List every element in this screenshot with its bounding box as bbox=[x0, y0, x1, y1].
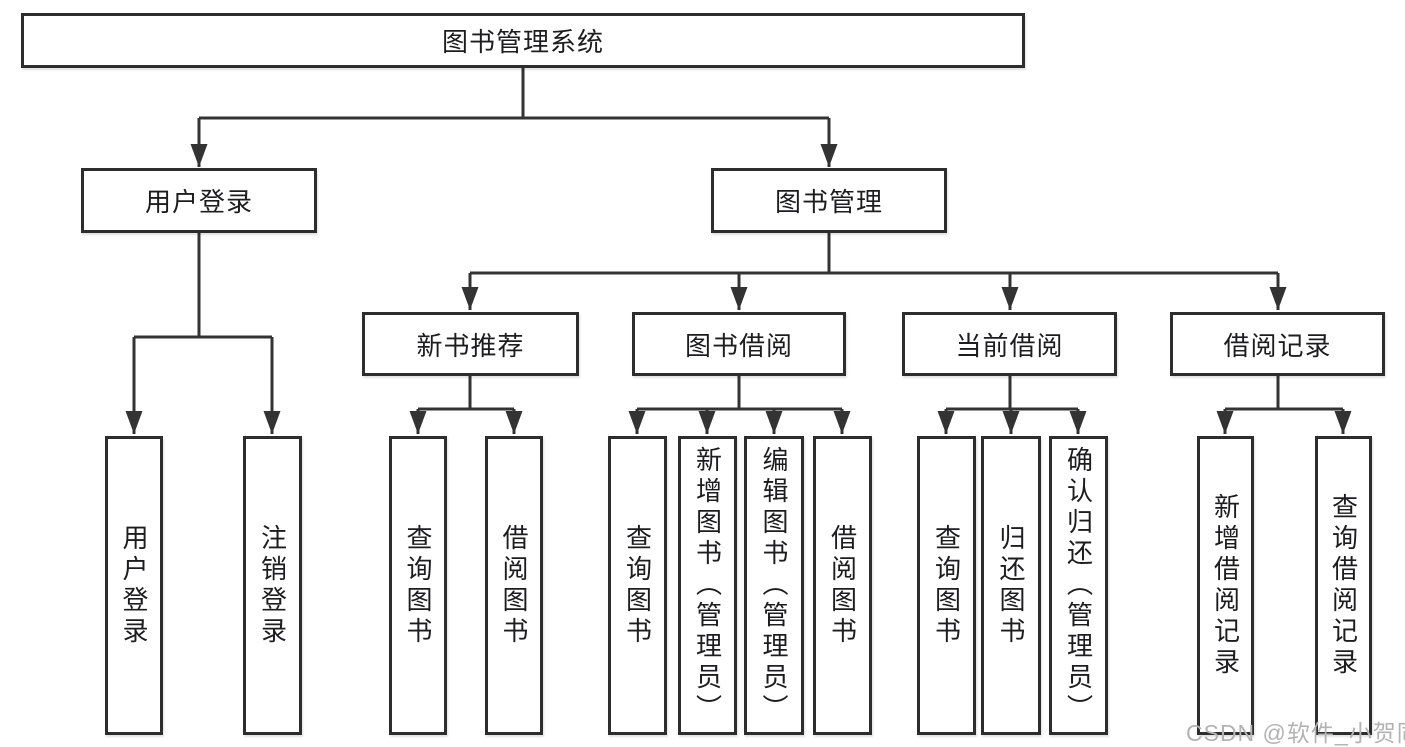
leaf-label: 新增图书（管理员） bbox=[692, 446, 723, 725]
node-book-management: 图书管理 bbox=[711, 168, 947, 233]
leaf-records-query-record: 查询借阅记录 bbox=[1315, 436, 1372, 735]
leaf-label: 借阅图书 bbox=[499, 523, 529, 648]
leaf-label: 归还图书 bbox=[996, 523, 1026, 648]
leaf-user-login: 用户登录 bbox=[105, 436, 163, 735]
leaf-recommend-borrow-books: 借阅图书 bbox=[485, 436, 543, 735]
node-current-borrowing: 当前借阅 bbox=[902, 312, 1117, 376]
node-root: 图书管理系统 bbox=[21, 13, 1025, 68]
leaf-borrow-query-books: 查询图书 bbox=[608, 436, 667, 735]
node-label: 新书推荐 bbox=[416, 330, 525, 361]
node-new-book-recommend: 新书推荐 bbox=[362, 312, 579, 376]
leaf-label: 查询图书 bbox=[931, 523, 962, 648]
node-label: 借阅记录 bbox=[1223, 330, 1332, 361]
leaf-label: 新增借阅记录 bbox=[1210, 492, 1241, 679]
node-label: 当前借阅 bbox=[955, 330, 1064, 361]
leaf-current-confirm-return: 确认归还（管理员） bbox=[1049, 436, 1108, 735]
leaf-label: 用户登录 bbox=[119, 523, 149, 648]
leaf-borrow-edit-books: 编辑图书（管理员） bbox=[744, 436, 804, 735]
leaf-recommend-query-books: 查询图书 bbox=[389, 436, 447, 735]
leaf-label: 注销登录 bbox=[257, 523, 288, 648]
node-label: 图书借阅 bbox=[684, 330, 793, 361]
leaf-label: 编辑图书（管理员） bbox=[759, 446, 789, 725]
leaf-label: 查询借阅记录 bbox=[1328, 492, 1359, 679]
node-book-borrowing: 图书借阅 bbox=[632, 312, 846, 376]
leaf-current-return-books: 归还图书 bbox=[981, 436, 1041, 735]
node-label: 图书管理系统 bbox=[441, 27, 604, 57]
leaf-records-add-record: 新增借阅记录 bbox=[1197, 436, 1254, 735]
node-label: 图书管理 bbox=[774, 187, 883, 217]
leaf-label: 借阅图书 bbox=[827, 523, 858, 648]
leaf-borrow-borrow-books: 借阅图书 bbox=[813, 436, 872, 735]
node-label: 用户登录 bbox=[144, 187, 253, 217]
leaf-label: 确认归还（管理员） bbox=[1063, 446, 1094, 725]
leaf-logout: 注销登录 bbox=[243, 436, 302, 735]
leaf-borrow-add-books: 新增图书（管理员） bbox=[678, 436, 737, 735]
csdn-watermark: CSDN @软件_小贺同学 bbox=[1186, 720, 1405, 746]
node-user-login: 用户登录 bbox=[81, 168, 317, 233]
leaf-label: 查询图书 bbox=[403, 523, 433, 648]
leaf-label: 查询图书 bbox=[622, 523, 653, 648]
leaf-current-query-books: 查询图书 bbox=[917, 436, 976, 735]
node-borrowing-records: 借阅记录 bbox=[1170, 312, 1385, 376]
